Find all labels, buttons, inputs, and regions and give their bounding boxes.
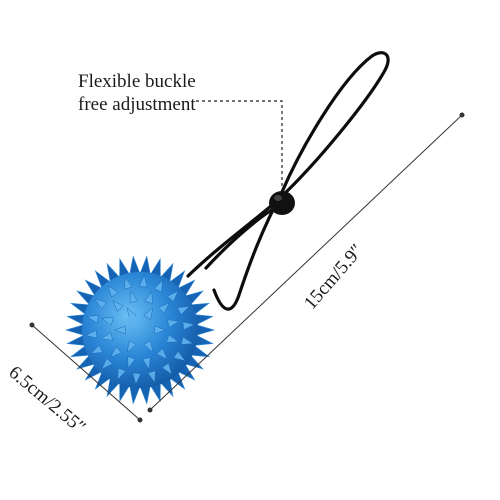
callout-text: Flexible buckle free adjustment: [78, 70, 196, 116]
diameter-dimension-line: [29, 322, 143, 423]
callout-leader: [196, 100, 283, 190]
buckle: [269, 191, 295, 215]
length-dimension-line: [147, 112, 465, 413]
spiky-ball: [64, 255, 216, 405]
buckle-highlight: [274, 195, 282, 201]
callout-line-1: Flexible buckle: [78, 71, 196, 92]
callout-line-2: free adjustment: [78, 94, 196, 115]
elastic-cord: [186, 51, 390, 311]
